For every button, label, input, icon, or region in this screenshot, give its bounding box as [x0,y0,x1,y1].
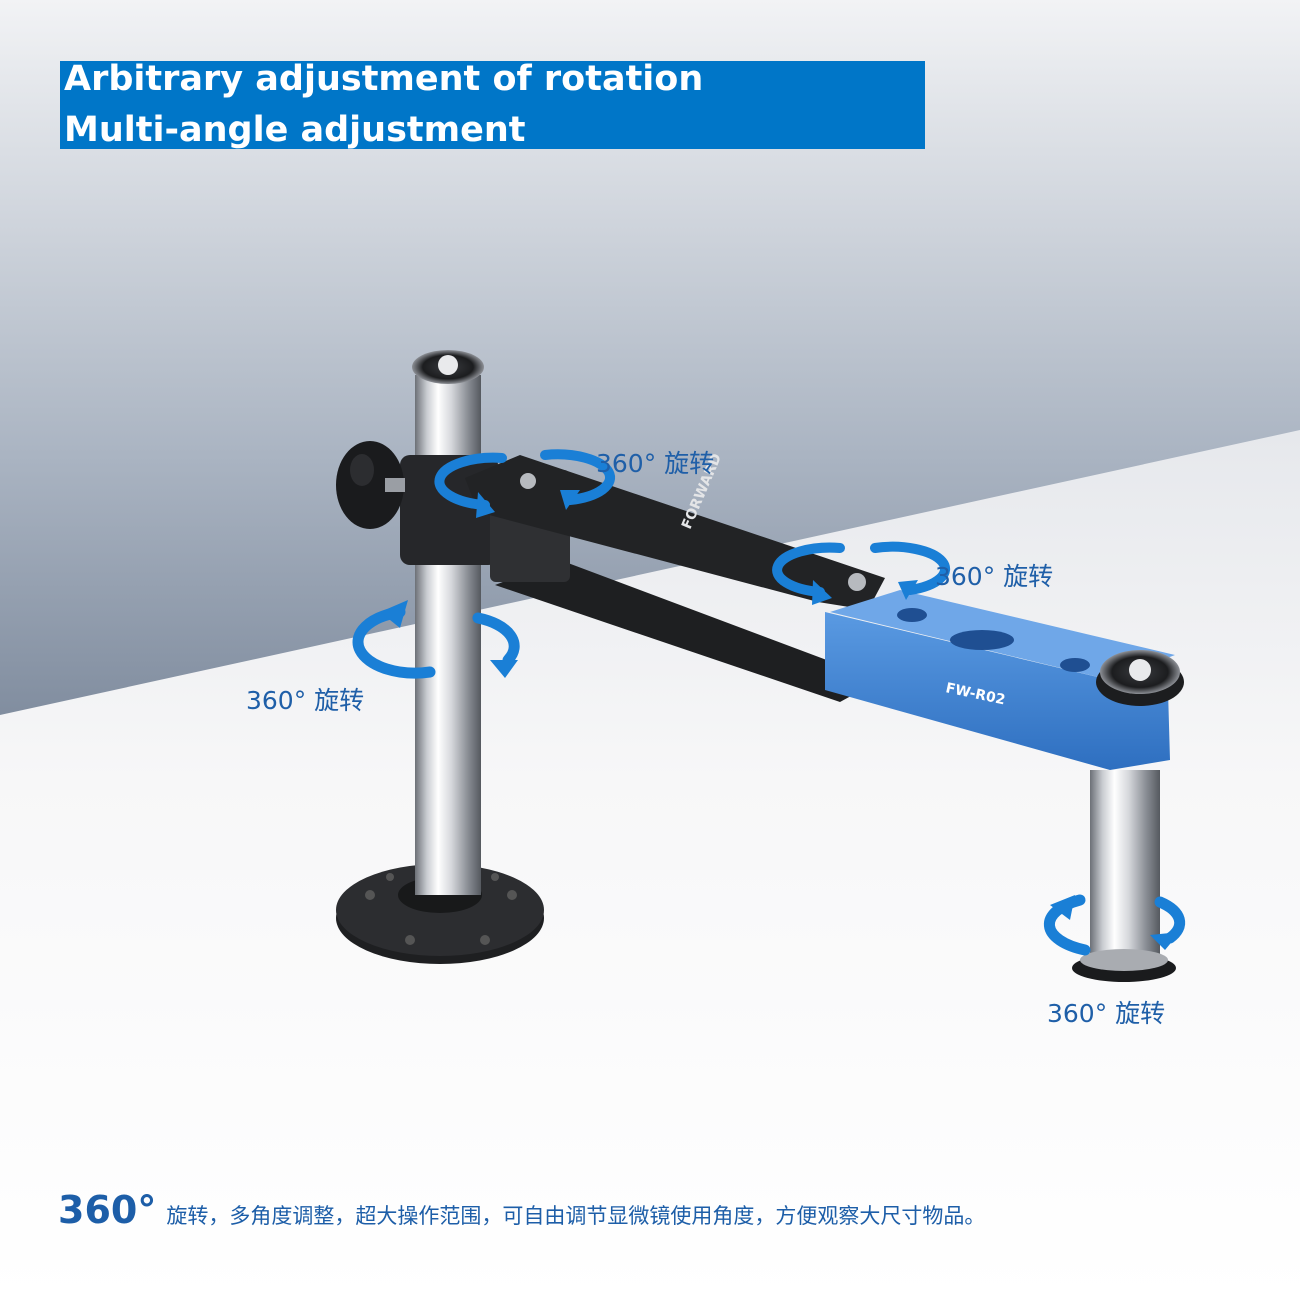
blue-arm [825,612,1170,770]
rotation-label-left-post: 360° 旋转 [246,686,365,715]
locking-knob-icon [336,441,405,529]
pivot-screw [520,473,536,489]
brand-cap-icon [1129,659,1151,681]
tool-hole [950,630,1014,650]
banner-title-line-2: Multi-angle adjustment [64,110,526,150]
rotation-label-right-post: 360° 旋转 [1047,999,1166,1028]
right-post [1090,770,1160,962]
rotation-arrow-icon [434,449,616,518]
rotation-arrow-icon [1043,894,1186,956]
rotation-label-top-joint: 360° 旋转 [596,449,715,478]
tool-hole [1060,658,1090,672]
rotation-arrow-icon [352,600,520,679]
bottom-caption: 360° 旋转，多角度调整，超大操作范围，可自由调节显微镜使用角度，方便观察大尺寸… [58,1188,985,1232]
base-plate [336,864,544,964]
tool-hole [897,608,927,622]
caption-text: 旋转，多角度调整，超大操作范围，可自由调节显微镜使用角度，方便观察大尺寸物品。 [166,1204,986,1228]
banner-title-line-1: Arbitrary adjustment of rotation [64,59,704,99]
left-post [415,375,481,895]
rotation-arrow-icon [772,541,951,605]
lower-arm [495,560,880,702]
caption-highlight: 360° [58,1188,157,1232]
title-banner: Arbitrary adjustment of rotation Multi-a… [60,59,925,150]
brand-cap-icon [438,355,458,375]
pivot-screw [848,573,866,591]
rotation-label-middle-joint: 360° 旋转 [935,562,1054,591]
